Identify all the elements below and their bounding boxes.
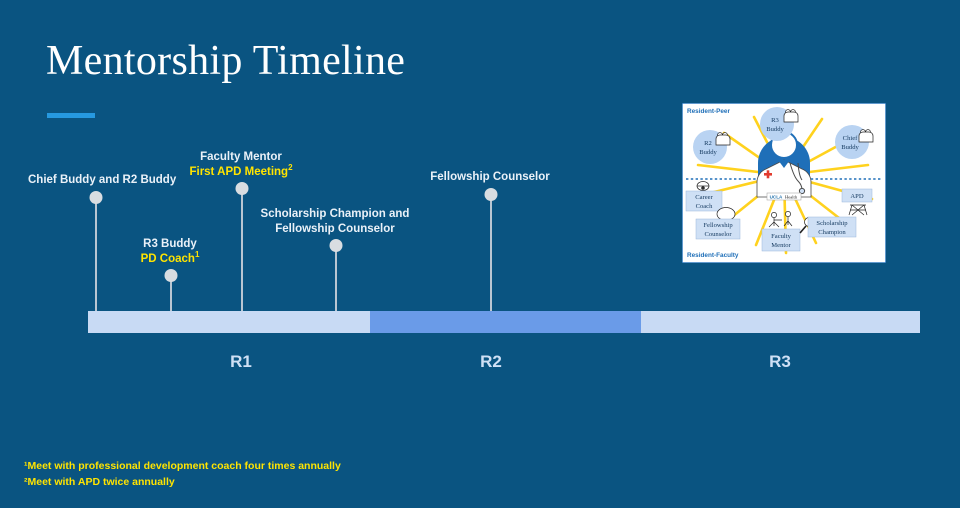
footnote-ref: 2 [288, 162, 293, 172]
title-accent-rule [47, 113, 95, 118]
diagram-zone-label-faculty: Resident-Faculty [687, 252, 739, 259]
marker-dot [329, 239, 342, 252]
marker-text: R3 Buddy [143, 238, 197, 250]
svg-text:Chief: Chief [843, 135, 858, 142]
faculty-node-scholarship-champion: Scholarship Champion [799, 216, 857, 238]
marker-text: Faculty Mentor [200, 151, 282, 163]
timeline-segment-r2[interactable] [370, 311, 641, 333]
page-title: Mentorship Timeline [46, 38, 406, 84]
marker-r3-buddy[interactable] [164, 269, 177, 313]
mentorship-network-diagram[interactable]: .ray{stroke:#ffd21e;stroke-width:2.6;str… [682, 103, 886, 263]
marker-text: Chief Buddy and R2 Buddy [28, 174, 177, 186]
svg-text:R3: R3 [771, 117, 779, 124]
marker-dot [164, 269, 177, 282]
marker-text-highlight: First APD Meeting2 [189, 162, 293, 180]
stethoscope-icon [789, 162, 806, 195]
svg-text:Champion: Champion [818, 229, 846, 236]
ucla-health-badge: UCLA Health [766, 192, 802, 201]
svg-text:Faculty: Faculty [771, 233, 791, 240]
marker-text-highlight-main: First APD Meeting [189, 165, 289, 178]
svg-text:APD: APD [850, 193, 863, 200]
people-icon [715, 132, 731, 146]
svg-text:Counselor: Counselor [704, 231, 732, 238]
footnotes: ¹Meet with professional development coac… [24, 459, 341, 491]
marker-stem [489, 195, 492, 313]
marker-faculty-mentor[interactable] [235, 182, 248, 313]
svg-text:Fellowship: Fellowship [703, 222, 733, 229]
marker-stem [94, 198, 97, 313]
marker-label-scholarship-champion: Scholarship Champion and Fellowship Coun… [261, 207, 410, 236]
whistle-icon [696, 181, 710, 191]
svg-text:Mentor: Mentor [771, 242, 791, 249]
svg-text:Scholarship: Scholarship [816, 220, 848, 227]
faculty-node-fellowship-counselor: Fellowship Counselor [695, 207, 741, 240]
people-icon [858, 129, 874, 143]
marker-label-r3-buddy: R3 Buddy PD Coach1 [141, 237, 200, 266]
peer-node-r3-buddy: R3 Buddy [760, 107, 799, 141]
svg-text:Career: Career [695, 194, 713, 201]
peer-node-r2-buddy: R2 Buddy [693, 130, 731, 164]
marker-stem [240, 189, 243, 313]
marker-dot [235, 182, 248, 195]
marker-text-highlight-main: PD Coach [140, 252, 195, 265]
marker-text-second-line: Fellowship Counselor [275, 222, 395, 235]
faculty-node-apd: APD [841, 188, 873, 216]
red-cross-icon [764, 170, 772, 179]
peer-node-chief-buddy: Chief Buddy [835, 125, 874, 159]
marker-text-highlight: PD Coach1 [140, 249, 200, 267]
svg-text:Buddy: Buddy [841, 144, 859, 151]
marker-stem [169, 276, 172, 313]
svg-text:R2: R2 [704, 140, 712, 147]
marker-chief-r2-buddy[interactable] [89, 191, 102, 313]
svg-text:Health: Health [785, 195, 798, 200]
faculty-node-career-coach: Career Coach [685, 181, 723, 212]
teaching-icon [768, 211, 793, 228]
footnote-2: ²Meet with APD twice annually [24, 475, 175, 488]
footnote-1: ¹Meet with professional development coac… [24, 460, 341, 472]
marker-scholarship-champion[interactable] [329, 239, 342, 313]
director-chair-icon [848, 204, 868, 216]
svg-text:UCLA: UCLA [770, 195, 783, 200]
marker-fellowship-counselor[interactable] [484, 188, 497, 313]
marker-label-chief-r2-buddy: Chief Buddy and R2 Buddy [28, 173, 176, 188]
year-label-r1: R1 [230, 352, 252, 371]
year-label-r3: R3 [769, 352, 791, 371]
central-resident-figure: UCLA Health [756, 131, 812, 201]
people-icon [783, 109, 799, 123]
timeline-bar [88, 311, 920, 333]
marker-text: Fellowship Counselor [430, 171, 550, 183]
timeline-segment-r1[interactable] [88, 311, 370, 333]
year-label-r2: R2 [480, 352, 502, 371]
svg-text:Buddy: Buddy [766, 126, 784, 133]
diagram-zone-label-peer: Resident-Peer [687, 108, 730, 115]
marker-stem [334, 246, 337, 313]
marker-label-fellowship-counselor: Fellowship Counselor [430, 170, 549, 185]
diagram-svg: .ray{stroke:#ffd21e;stroke-width:2.6;str… [682, 103, 886, 263]
footnote-ref: 1 [194, 249, 200, 259]
marker-label-faculty-mentor: Faculty Mentor First APD Meeting2 [189, 150, 292, 179]
marker-text: Scholarship Champion and [260, 208, 410, 220]
faculty-node-faculty-mentor: Faculty Mentor [761, 211, 801, 252]
marker-dot [484, 188, 497, 201]
marker-dot [89, 191, 102, 204]
svg-text:Buddy: Buddy [699, 149, 717, 156]
timeline-segment-r3[interactable] [641, 311, 920, 333]
svg-text:Coach: Coach [696, 203, 714, 210]
